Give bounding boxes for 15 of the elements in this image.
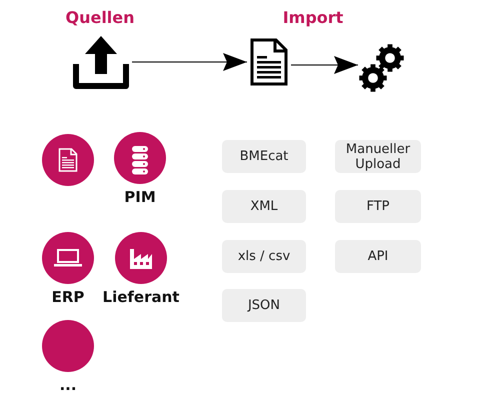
format-box: FTP [335, 190, 421, 223]
chevron-arrow [290, 56, 358, 74]
node-label: ... [59, 376, 77, 394]
node-label: PIM [124, 188, 156, 206]
node-label: Lieferant [102, 288, 180, 306]
section-heading: Quellen [65, 8, 135, 27]
format-box: Manueller Upload [335, 140, 421, 173]
format-box: BMEcat [222, 140, 306, 173]
section-heading: Import [282, 8, 344, 27]
chevron-arrow [132, 53, 248, 71]
format-box: API [335, 240, 421, 273]
format-box: XML [222, 190, 306, 223]
node-label: ERP [52, 288, 84, 306]
format-box: xls / csv [222, 240, 306, 273]
format-box: JSON [222, 289, 306, 322]
